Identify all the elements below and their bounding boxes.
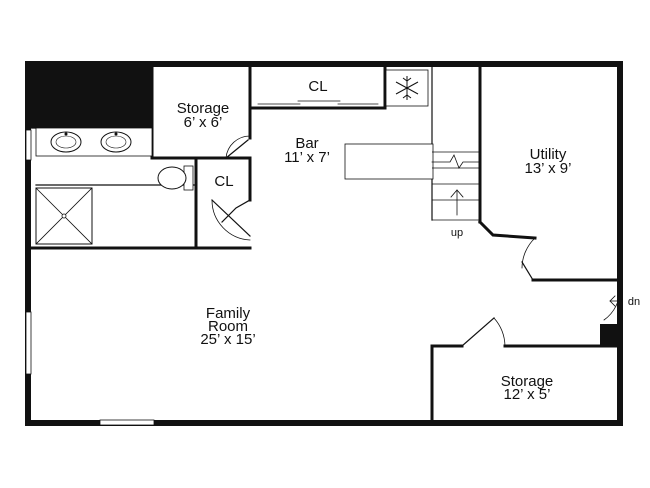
arrow-up-icon [450, 189, 464, 216]
family-room-name: Family [206, 305, 251, 322]
interior-walls [28, 64, 622, 423]
storage-bottom-name: Storage [501, 373, 554, 390]
utility-name: Utility [530, 146, 567, 163]
windows [25, 129, 155, 426]
sink-icon [35, 127, 153, 157]
arrow-left-icon [609, 295, 623, 307]
bar-dims: 11’ x 7’ [284, 149, 330, 166]
closet-doors-top [257, 100, 379, 105]
storage-top-dims: 6’ x 6’ [184, 114, 223, 131]
closet-top-label: CL [308, 78, 327, 95]
storage-bottom-dims: 12’ x 5’ [504, 386, 551, 403]
bar-name: Bar [295, 135, 318, 152]
family-room-dims: 25’ x 15’ [200, 331, 255, 348]
stairs-down-label: dn [628, 296, 640, 308]
snowflake-icon [385, 69, 429, 107]
closet-bath-label: CL [214, 173, 233, 190]
doors [211, 135, 621, 347]
family-room-name2: Room [208, 318, 248, 335]
bar-counter [344, 143, 434, 180]
toilet-icon [157, 165, 194, 191]
storage-top-name: Storage [177, 100, 230, 117]
utility-dims: 13’ x 9’ [525, 160, 572, 177]
solid-wall-block [27, 64, 152, 128]
wall-post [600, 324, 620, 346]
exterior-walls [25, 61, 623, 426]
stairs-up-label: up [451, 227, 463, 239]
stairs [431, 151, 623, 307]
shower-icon [35, 187, 93, 245]
